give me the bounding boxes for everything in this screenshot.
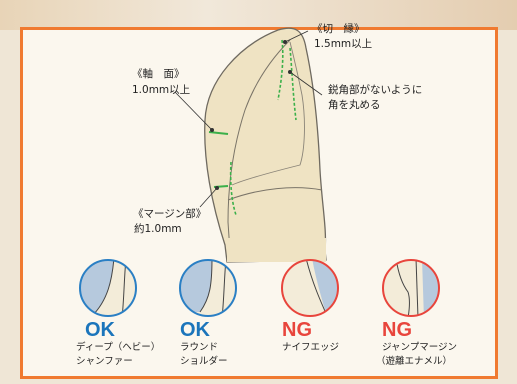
verdict-ok-2: OK <box>180 319 210 341</box>
caption-4-line1: ジャンプマージン <box>382 342 458 353</box>
caption-1-line1: ディープ（ヘビー） <box>76 342 161 353</box>
axial-label: 《軸 面》 <box>132 68 185 80</box>
ng-ring-2 <box>382 259 440 317</box>
caption-3-line1: ナイフエッジ <box>282 342 340 353</box>
caption-2-line1: ラウンド <box>180 342 219 353</box>
caption-1-line2: シャンファー <box>76 356 133 367</box>
background-strip <box>0 0 517 30</box>
ng-ring-1 <box>281 259 339 317</box>
sharp-angle-note-line1: 鋭角部がないように <box>328 84 423 96</box>
incisal-label: 《切 縁》 <box>312 23 365 35</box>
example-jump-margin <box>383 260 439 316</box>
incisal-value: 1.5mm以上 <box>314 38 373 50</box>
ok-ring-1 <box>79 259 137 317</box>
axial-thickness-marker <box>208 131 229 135</box>
axial-dashed-guide <box>289 47 297 121</box>
margin-dashed-guide <box>229 161 237 216</box>
tooth-crown <box>204 27 327 263</box>
tooth-root <box>227 187 323 201</box>
verdict-ng-2: NG <box>382 319 412 341</box>
verdict-ng-1: NG <box>282 319 312 341</box>
incisal-leader <box>284 30 309 43</box>
caption-4-line2: （遊離エナメル） <box>376 356 453 367</box>
verdict-ok-1: OK <box>85 319 115 341</box>
example-knife-edge <box>282 260 338 316</box>
ok-ring-2 <box>179 259 237 317</box>
margin-leader <box>199 187 218 208</box>
sharp-angle-leader <box>289 71 323 96</box>
margin-label: 《マージン部》 <box>133 208 207 220</box>
axial-leader <box>174 91 213 131</box>
example-deep-chamfer <box>80 260 136 316</box>
sharp-angle-note-line2: 角を丸める <box>328 99 381 111</box>
core-shape <box>231 41 305 186</box>
axial-value: 1.0mm以上 <box>132 84 191 96</box>
caption-2-line2: ショルダー <box>180 356 228 367</box>
example-rounded-shoulder <box>180 260 236 316</box>
root-base <box>227 238 326 262</box>
margin-value: 約1.0mm <box>134 223 182 235</box>
